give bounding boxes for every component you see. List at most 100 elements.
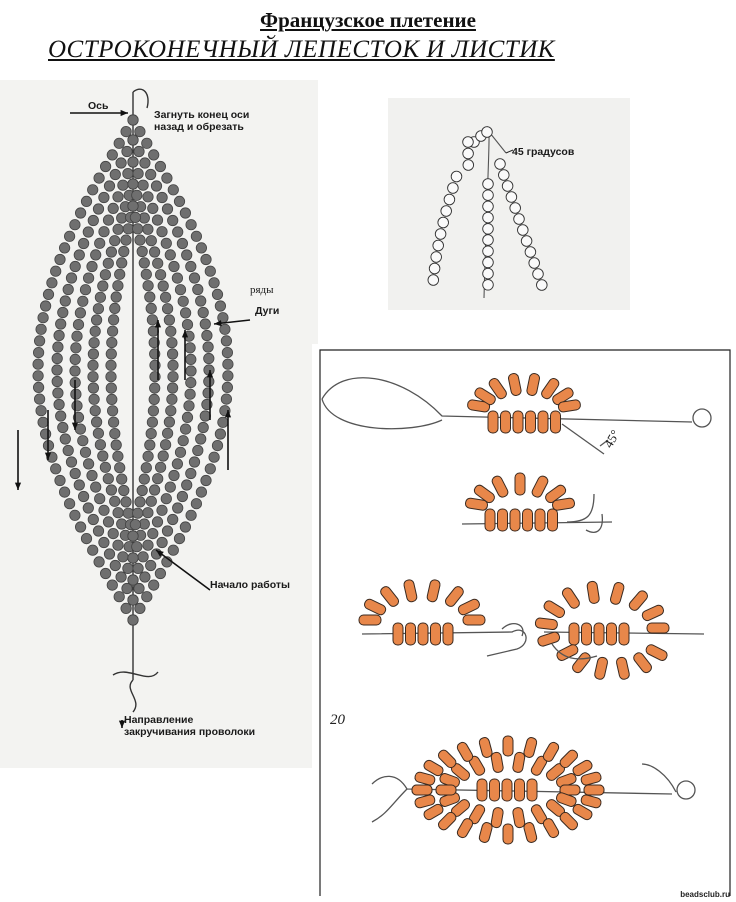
twist-wire — [112, 671, 159, 678]
outline-bead — [443, 193, 456, 206]
orange-bead — [437, 749, 457, 769]
wire — [641, 763, 677, 793]
orange-bead — [522, 508, 533, 532]
gray-bead — [147, 527, 159, 540]
gray-bead — [152, 473, 164, 485]
gray-bead — [145, 495, 157, 507]
gray-bead — [106, 149, 118, 161]
gray-bead — [203, 375, 215, 388]
gray-bead — [116, 257, 128, 269]
gray-bead — [177, 435, 189, 447]
orange-bead — [537, 410, 549, 434]
gray-bead — [127, 614, 139, 626]
gray-bead — [192, 444, 204, 457]
gray-bead — [73, 249, 85, 261]
gray-bead — [57, 306, 69, 319]
gray-bead — [204, 463, 216, 475]
gray-bead — [167, 382, 179, 394]
gray-bead — [190, 230, 202, 242]
gray-bead — [32, 358, 44, 370]
orange-bead — [462, 614, 486, 626]
gray-bead — [53, 329, 65, 342]
gray-bead — [89, 325, 101, 337]
orange-bead — [442, 622, 454, 646]
gray-bead — [58, 486, 71, 498]
gray-bead — [114, 462, 126, 474]
gray-bead — [86, 260, 98, 273]
gray-bead — [112, 539, 124, 551]
gray-bead — [181, 319, 194, 331]
gray-bead — [51, 375, 63, 388]
orange-bead — [358, 614, 382, 626]
gray-bead — [79, 446, 92, 458]
gray-bead — [94, 493, 106, 505]
wire — [585, 513, 603, 533]
gray-bead — [80, 532, 93, 545]
gray-bead — [131, 189, 143, 201]
gray-bead — [91, 314, 103, 326]
orange-bead — [559, 749, 579, 769]
orange-bead — [512, 807, 526, 829]
gray-bead — [39, 300, 52, 312]
gray-bead — [51, 364, 63, 376]
gray-bead — [167, 348, 179, 360]
orange-bead — [465, 497, 488, 511]
arrow-head — [181, 330, 189, 338]
gray-bead — [105, 246, 118, 258]
gray-bead — [122, 562, 134, 574]
gray-bead — [32, 346, 45, 359]
arcs-label: Дуги — [255, 305, 280, 317]
gray-bead — [103, 548, 116, 560]
gray-bead — [132, 562, 144, 574]
gray-bead — [148, 149, 160, 161]
orange-bead — [430, 622, 441, 646]
orange-bead — [489, 778, 500, 802]
orange-bead — [414, 771, 436, 786]
gray-bead — [99, 269, 112, 281]
gray-bead — [199, 318, 211, 330]
gray-bead — [54, 253, 66, 266]
arrow-head — [154, 320, 162, 328]
direction-line1: Направление — [124, 714, 194, 726]
gray-bead — [136, 245, 148, 258]
gray-bead — [140, 268, 152, 280]
orange-bead — [487, 410, 499, 434]
gray-bead — [202, 341, 214, 353]
gray-bead — [120, 602, 132, 615]
orange-bead — [456, 741, 474, 762]
gray-bead — [105, 348, 117, 360]
gray-bead — [87, 382, 100, 394]
gray-bead — [157, 280, 169, 292]
gray-bead — [57, 421, 69, 434]
gray-bead — [88, 337, 100, 349]
gray-bead — [112, 507, 124, 519]
arrow-head — [156, 550, 164, 557]
gray-bead — [219, 323, 231, 335]
gray-bead — [199, 410, 211, 422]
gray-bead — [148, 579, 160, 591]
gray-bead — [98, 536, 110, 549]
wire — [501, 623, 524, 637]
gray-bead — [172, 502, 184, 514]
gray-bead — [127, 574, 139, 586]
gray-bead — [142, 191, 154, 203]
gray-bead — [69, 365, 81, 377]
gray-bead — [197, 421, 209, 434]
outline-bead — [482, 256, 494, 269]
orange-bead — [594, 656, 608, 680]
gray-bead — [173, 195, 186, 208]
gray-bead — [114, 268, 126, 280]
gray-bead — [142, 507, 154, 519]
outline-bead — [509, 202, 521, 214]
gray-bead — [141, 591, 153, 603]
gray-bead — [142, 223, 154, 235]
orange-bead — [593, 622, 605, 646]
gray-bead — [134, 496, 146, 508]
fold-note-line2: назад и обрезать — [154, 121, 244, 133]
gray-bead — [35, 405, 47, 417]
gray-bead — [179, 521, 191, 533]
gray-bead — [163, 314, 175, 326]
orange-bead — [417, 622, 429, 646]
gray-bead — [65, 456, 78, 468]
outline-bead — [427, 274, 440, 286]
